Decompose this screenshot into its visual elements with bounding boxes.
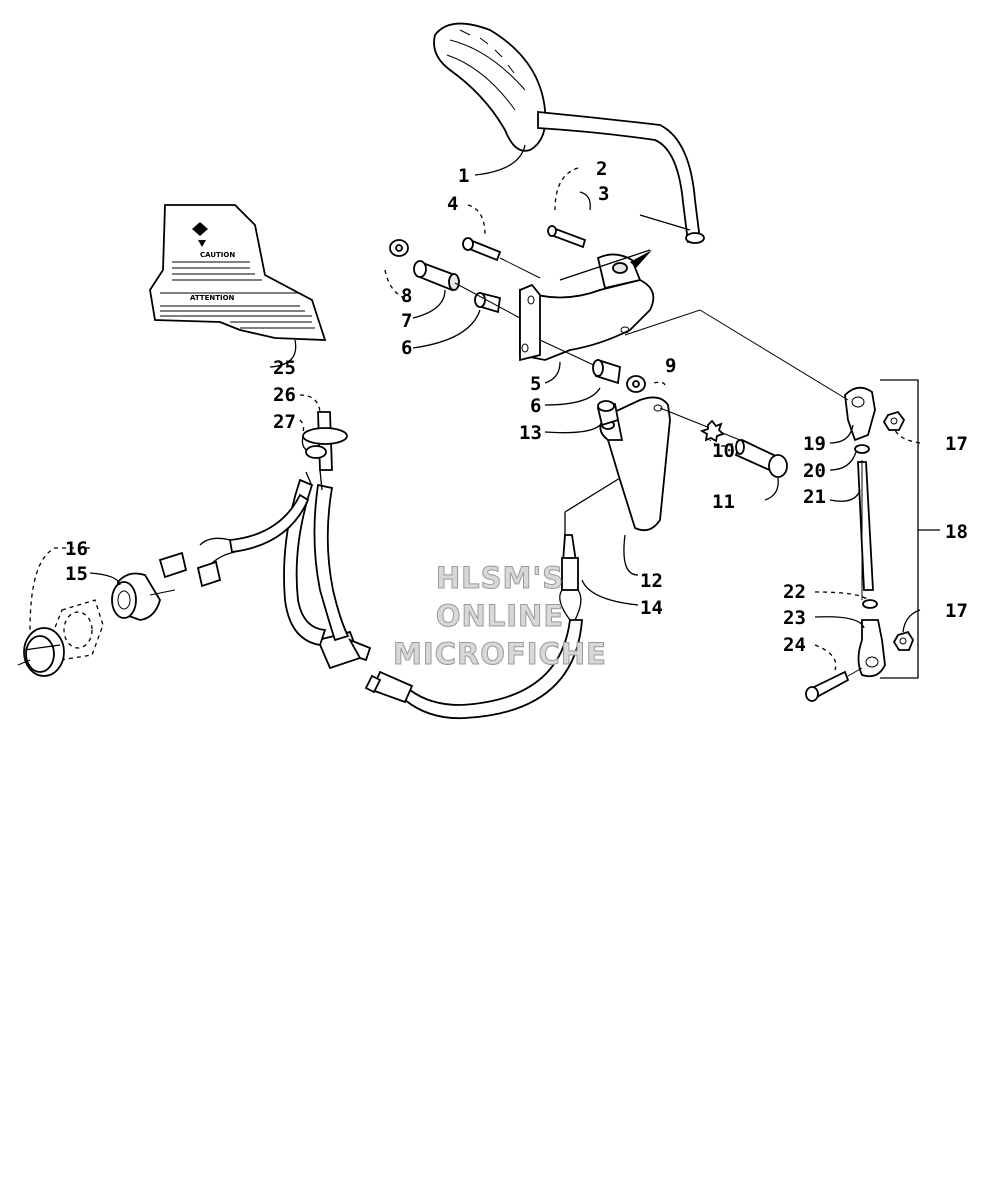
callout-21: 21 [803, 486, 826, 508]
callout-11: 11 [712, 491, 735, 513]
callout-10: 10 [712, 440, 735, 462]
pin-part-11 [734, 438, 788, 478]
callout-5: 5 [530, 373, 541, 395]
shift-lever-part [433, 22, 705, 244]
arm-part-12 [599, 396, 671, 532]
callout-19: 19 [803, 433, 826, 455]
callout-7: 7 [401, 310, 412, 332]
callout-20: 20 [803, 460, 826, 482]
ring-part-16 [23, 627, 65, 677]
nut-part-17-upper [882, 410, 906, 431]
warning-decal-part-25: CAUTION ATTENTION [149, 204, 327, 341]
rod-end-part-23 [857, 619, 886, 678]
nut-part-17-lower [892, 630, 915, 651]
callout-6-lower: 6 [530, 395, 541, 417]
callout-2: 2 [596, 158, 607, 180]
bolt-part-4 [462, 237, 502, 262]
callout-1: 1 [458, 165, 469, 187]
rod-part-21 [857, 460, 874, 600]
watermark: HLSM'S ONLINE MICROFICHE [393, 561, 607, 672]
nut-part-20 [854, 444, 870, 454]
switch-part-15 [111, 572, 176, 621]
decal-caution-text: CAUTION [200, 251, 235, 259]
bolt-part-2-3 [547, 225, 587, 249]
plug-part-13 [596, 400, 620, 427]
callout-26: 26 [273, 384, 296, 406]
callout-12: 12 [640, 570, 663, 592]
bracket-part [519, 249, 655, 362]
nut-part-16 [51, 599, 104, 661]
callout-18: 18 [945, 521, 968, 543]
callout-13: 13 [519, 422, 542, 444]
watermark-line-3: MICROFICHE [393, 637, 607, 671]
washer-part-9 [626, 375, 646, 393]
callout-24: 24 [783, 634, 806, 656]
connector-terminal-a [158, 551, 188, 579]
callout-17-lower: 17 [945, 600, 968, 622]
callout-labels: 1 2 3 4 5 6 6 7 8 9 10 11 12 13 14 15 16… [65, 158, 968, 656]
connector-terminal-b [196, 560, 222, 588]
callout-23: 23 [783, 607, 806, 629]
callout-17-upper: 17 [945, 433, 968, 455]
star-washer-part-10 [699, 419, 725, 443]
callout-3: 3 [598, 183, 609, 205]
callout-22: 22 [783, 581, 806, 603]
callout-16: 16 [65, 538, 88, 560]
callout-27: 27 [273, 411, 296, 433]
callout-4: 4 [447, 193, 458, 215]
watermark-line-1: HLSM'S [436, 561, 564, 595]
callout-25: 25 [273, 357, 296, 379]
bolt-part-24 [805, 670, 850, 702]
decal-attention-text: ATTENTION [190, 294, 235, 302]
callout-15: 15 [65, 563, 88, 585]
spacer-part-7 [413, 260, 460, 292]
washer-part-8 [389, 239, 409, 257]
callout-8: 8 [401, 285, 412, 307]
callout-9: 9 [665, 355, 676, 377]
watermark-line-2: ONLINE [436, 599, 564, 633]
callout-6-upper: 6 [401, 337, 412, 359]
leader-lines [29, 144, 921, 671]
wire-harness-part-14 [316, 534, 583, 720]
rod-end-part-19 [844, 386, 876, 442]
cable-tie-part-27 [301, 427, 348, 453]
callout-14: 14 [640, 597, 663, 619]
spacer-part-6-upper [474, 291, 502, 314]
spacer-part-6-lower [592, 358, 621, 385]
nut-part-22 [862, 599, 878, 609]
